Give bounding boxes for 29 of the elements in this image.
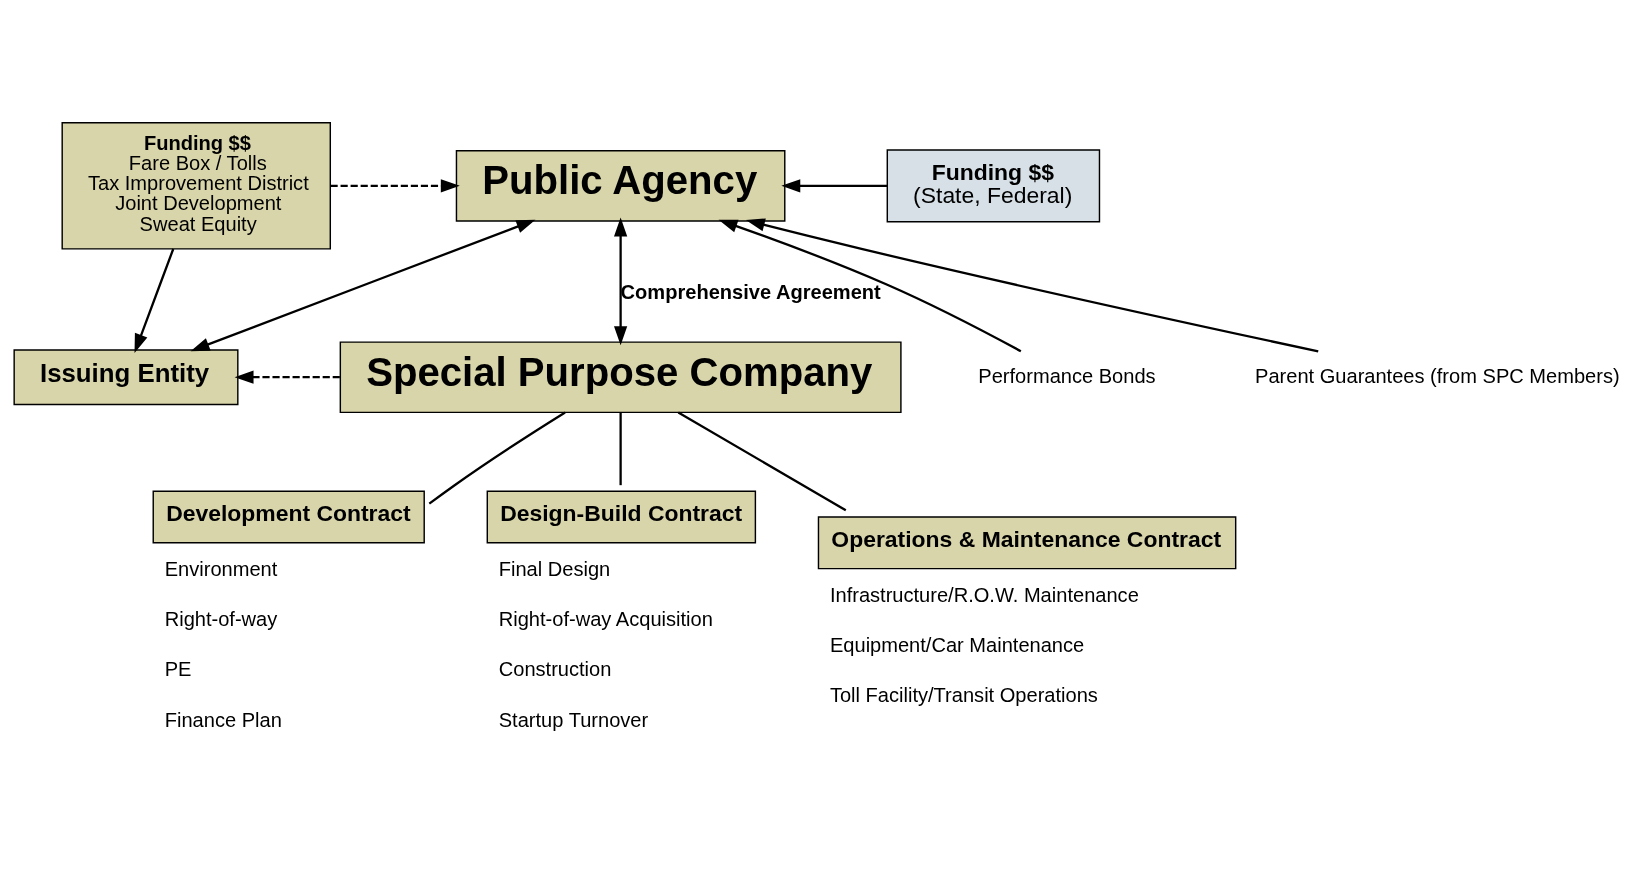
- connector: [428, 411, 566, 505]
- node-label: PE: [164, 657, 192, 680]
- connector: [677, 410, 847, 511]
- arrow: [190, 219, 536, 351]
- arrow: [718, 219, 1022, 352]
- node-box: Special Purpose Company: [339, 340, 902, 413]
- arrow: [781, 178, 888, 192]
- arrow: [330, 178, 460, 192]
- node-text: Parent Guarantees (from SPC Members): [1255, 364, 1620, 387]
- node-label: Environment: [164, 557, 278, 580]
- node-box: Public Agency: [455, 149, 786, 222]
- node-label: Toll Facility/Transit Operations: [829, 683, 1098, 706]
- node-box: Funding $$ (State, Federal): [886, 148, 1101, 222]
- node-box: Issuing Entity: [13, 348, 239, 405]
- node-label: Infrastructure/R.O.W. Maintenance: [829, 583, 1139, 606]
- connector: [619, 412, 622, 485]
- node-text: Performance Bonds: [978, 364, 1156, 387]
- node-label: Finance Plan: [164, 708, 282, 731]
- node-label: Final Design: [498, 557, 611, 580]
- node-label: Startup Turnover: [498, 708, 649, 731]
- arrow: [614, 217, 628, 345]
- node-label: Equipment/Car Maintenance: [829, 633, 1085, 656]
- arrow: [745, 217, 1319, 352]
- node-label: Construction: [498, 657, 612, 680]
- node-label: Right-of-way Acquisition: [498, 607, 713, 630]
- arrow: [134, 248, 175, 353]
- node-label: Right-of-way: [164, 607, 278, 630]
- arrow: [234, 370, 341, 384]
- node-box: Funding $$ Fare Box / Tolls Tax Improvement District Joint Development Sweat Equity: [61, 121, 331, 250]
